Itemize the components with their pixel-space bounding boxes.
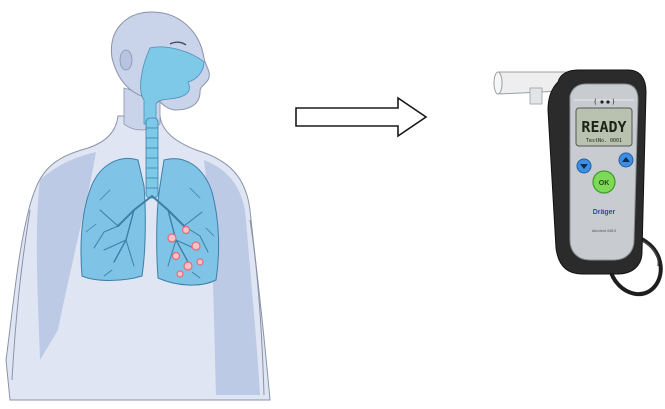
ok-button-label: OK <box>599 180 610 187</box>
down-button[interactable] <box>577 159 591 173</box>
ok-button[interactable]: OK <box>593 171 615 193</box>
ear <box>120 50 132 70</box>
model-text: Alcotest 6810 <box>592 228 617 233</box>
svg-text:): ) <box>612 98 615 106</box>
right-arrow-icon <box>296 98 426 136</box>
svg-text:(: ( <box>594 98 597 106</box>
trachea <box>146 118 158 198</box>
breathalyzer-icon: ( ) READY TestNo. 0001 OK Dräger Alcotes… <box>494 70 661 294</box>
human-respiratory-illustration <box>6 12 270 400</box>
screen-status-text: READY <box>581 118 626 136</box>
up-button[interactable] <box>619 153 633 167</box>
screen-subtext: TestNo. 0001 <box>586 138 622 144</box>
brand-logo-text: Dräger <box>593 209 616 216</box>
